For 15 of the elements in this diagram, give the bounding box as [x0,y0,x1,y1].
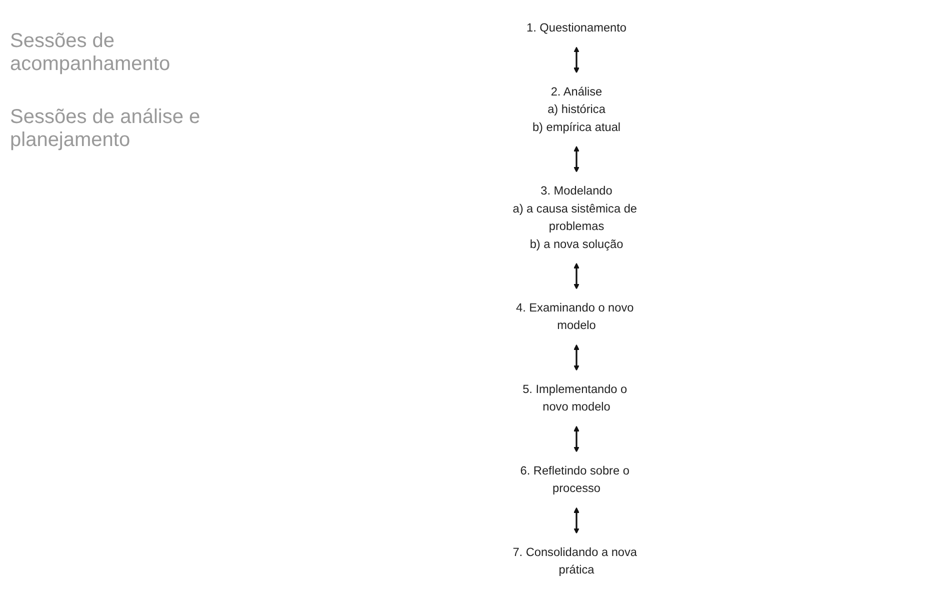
node-text: 2. Análise a) histórica b) empírica atual [532,84,621,134]
node-text: 4. Examinando o novo modelo [516,300,634,332]
arrow [574,46,580,74]
arrow [574,146,580,172]
node-text: 5. Implementando o novo modelo [522,382,628,414]
node-text: 1. Questionamento [526,21,626,34]
node-text: 7. Consolidando a nova prática [512,545,637,576]
arrow [574,426,580,452]
node-text: 6. Refletindo sobre o processo [520,464,630,495]
arrow [574,507,580,534]
arc-label: Sessões de análise e planejamento [10,106,202,152]
node-text: 3. Modelando a) a causa sistêmica de problemas b) a nova solução [512,184,637,250]
arrow [574,262,580,290]
arc-label: Sessões de acompanhamento [10,30,172,76]
arrow [574,344,580,371]
